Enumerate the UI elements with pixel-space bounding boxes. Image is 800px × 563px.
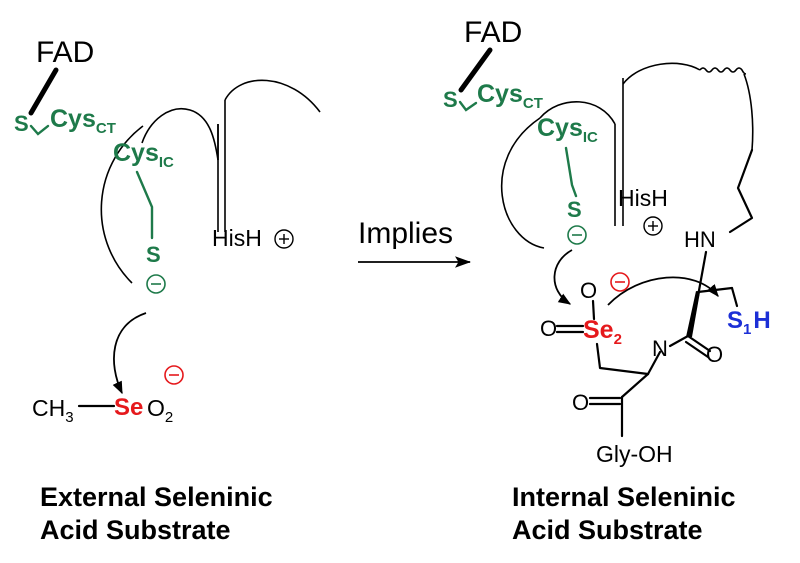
right-his-plus-charge <box>643 216 663 236</box>
right-s-thiolate-label: S <box>567 197 582 222</box>
implies-label: Implies <box>358 217 453 250</box>
right-o-amide-label: O <box>706 342 723 367</box>
right-panel: FAD S CysCT CysIC S HisH HN O <box>443 16 771 545</box>
left-se-label: Se <box>114 394 143 421</box>
left-o2-label: O2 <box>147 395 173 426</box>
right-cys-ct-label: CysCT <box>477 80 543 112</box>
right-wedge-bond <box>686 291 700 337</box>
right-attack-arrow <box>553 249 573 305</box>
left-cys-ic-label: CysIC <box>113 139 174 171</box>
right-wavy-linker <box>699 67 747 75</box>
right-protein-arc-large <box>500 117 545 249</box>
right-his-label: HisH <box>618 185 668 211</box>
right-o-left-label: O <box>540 316 557 341</box>
right-s1h-label: S1H <box>727 307 771 338</box>
right-gly-label: Gly-OH <box>596 441 673 467</box>
right-se2-label: Se2 <box>583 316 622 348</box>
left-protein-arc-right <box>224 79 321 113</box>
left-caption-line1: External Seleninic <box>40 482 273 512</box>
right-o-top-label: O <box>580 278 597 303</box>
right-ca-c-bond <box>620 372 650 399</box>
left-s-thiolate-label: S <box>146 242 161 267</box>
left-protein-arc-large <box>100 125 144 284</box>
right-caption-line2: Acid Substrate <box>512 515 703 545</box>
left-attack-arrow <box>112 312 147 395</box>
right-cb-s-bond <box>730 286 739 308</box>
right-alkyl-chain <box>728 148 754 234</box>
right-fad-label: FAD <box>464 16 522 49</box>
right-n-label: N <box>652 336 668 361</box>
left-s-ct-label: S <box>14 111 29 136</box>
right-n-co-bond <box>668 334 690 348</box>
left-panel: FAD S CysCT CysIC S HisH CH3 Se O2 Exter… <box>14 36 321 545</box>
right-o-se-bond <box>591 299 596 321</box>
left-his-label: HisH <box>212 225 262 251</box>
right-ca-cb-bond <box>696 286 734 294</box>
right-se-ch2-bond <box>595 342 650 376</box>
right-fad-linker <box>458 47 493 93</box>
right-caption-line1: Internal Seleninic <box>512 482 736 512</box>
left-caption-line2: Acid Substrate <box>40 515 231 545</box>
right-protein-arc-upper <box>539 100 616 125</box>
left-fad-label: FAD <box>36 36 94 69</box>
right-cys-ic-bond <box>564 146 578 198</box>
left-cys-ic-bond <box>135 170 154 240</box>
left-s-minus-charge <box>146 274 166 294</box>
left-protein-arc-upper <box>141 107 219 161</box>
right-co-double-1 <box>686 334 712 353</box>
left-s-ct-bond <box>29 124 50 136</box>
right-co-double-2 <box>684 340 710 359</box>
right-o-minus-charge <box>610 272 630 292</box>
reaction-arrow: Implies <box>358 217 472 268</box>
right-chain-down <box>743 73 754 151</box>
left-fad-linker <box>28 67 59 116</box>
right-protein-arc-right <box>622 62 701 85</box>
right-nh-ca-bond <box>696 250 708 298</box>
right-ca-n-bond <box>646 350 662 376</box>
left-cys-ct-label: CysCT <box>50 105 116 137</box>
right-s-ct-label: S <box>443 87 458 112</box>
left-his-plus-charge <box>274 229 294 249</box>
right-s-ct-bond <box>458 100 478 112</box>
right-rearrange-arrow <box>607 276 719 306</box>
right-cys-ic-label: CysIC <box>537 114 598 146</box>
left-ch3-label: CH3 <box>32 395 74 426</box>
right-s-minus-charge <box>567 225 587 245</box>
right-o-carbonyl-label: O <box>572 390 589 415</box>
right-hn-label: HN <box>684 227 716 252</box>
left-seo2-minus-charge <box>164 365 184 385</box>
